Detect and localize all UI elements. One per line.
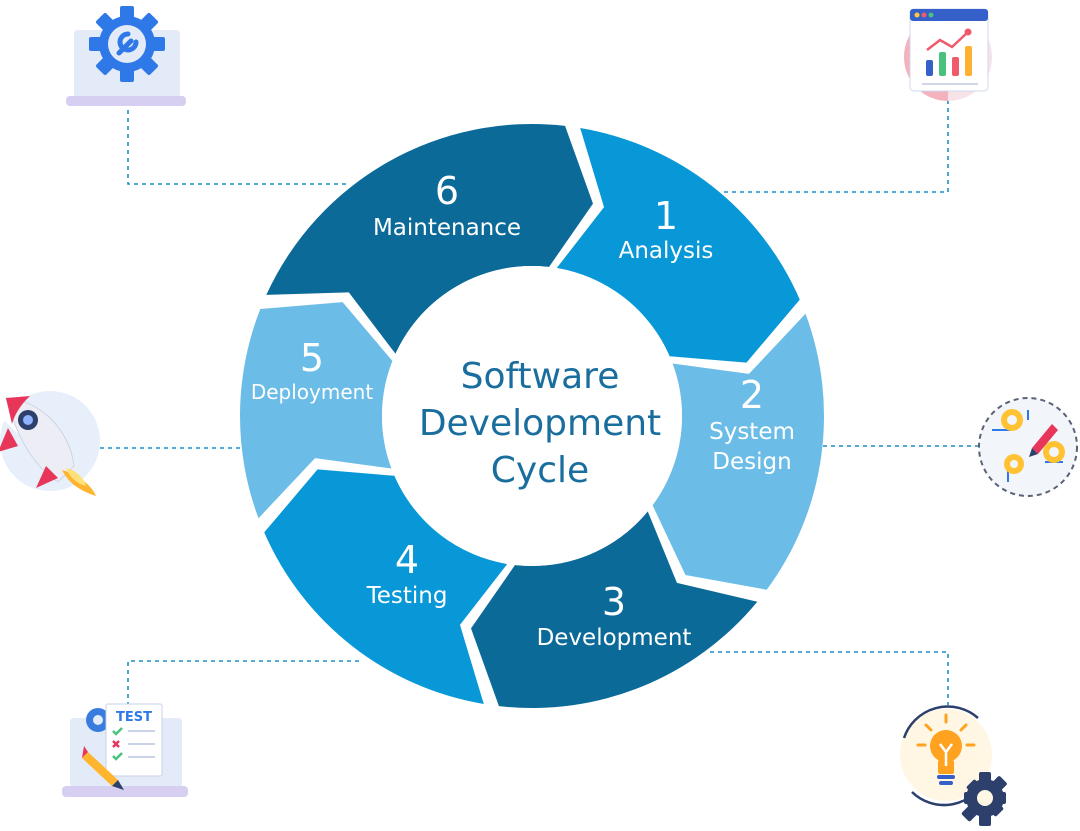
stage-3-label: 3 Development bbox=[537, 580, 692, 651]
stage-number: 3 bbox=[602, 580, 626, 624]
stage-name: Design bbox=[712, 449, 791, 475]
ring-segment-6 bbox=[266, 124, 593, 354]
rocket-launch-icon bbox=[0, 391, 100, 496]
stage-number: 4 bbox=[395, 538, 419, 582]
stage-name: Development bbox=[537, 625, 692, 651]
connectors bbox=[100, 100, 978, 706]
stage-6-label: 6 Maintenance bbox=[373, 169, 521, 241]
stage-name: Analysis bbox=[619, 238, 714, 264]
ring-segment-2 bbox=[652, 313, 825, 590]
stage-name: Testing bbox=[366, 583, 448, 609]
maintenance-gear-laptop-icon bbox=[66, 6, 186, 106]
connector-development bbox=[710, 651, 949, 705]
stage-2-label: 2 System Design bbox=[709, 373, 795, 475]
connector-testing bbox=[127, 660, 360, 706]
ring-segment-1 bbox=[556, 128, 800, 363]
stage-4-label: 4 Testing bbox=[366, 538, 448, 609]
stage-name: Deployment bbox=[251, 380, 373, 404]
stage-number: 6 bbox=[435, 169, 459, 213]
title-line-1: Software bbox=[461, 356, 620, 397]
stage-name: Maintenance bbox=[373, 215, 521, 241]
stage-name: System bbox=[709, 419, 795, 445]
stage-5-label: 5 Deployment bbox=[251, 336, 373, 404]
test-checklist-laptop-icon: TEST bbox=[62, 703, 188, 797]
center-disc bbox=[382, 266, 682, 566]
stage-number: 5 bbox=[300, 336, 324, 380]
stage-1-label: 1 Analysis bbox=[619, 194, 714, 264]
test-badge: TEST bbox=[116, 710, 152, 725]
cycle-ring bbox=[240, 124, 825, 708]
idea-bulb-gear-icon bbox=[900, 705, 1007, 826]
analytics-chart-icon bbox=[904, 8, 992, 101]
ring-segment-5 bbox=[240, 302, 393, 519]
ring-segment-3 bbox=[471, 511, 758, 708]
connector-analysis bbox=[722, 100, 949, 193]
stage-number: 1 bbox=[654, 194, 678, 238]
design-gears-pencil-icon bbox=[978, 397, 1078, 497]
title-line-2: Development bbox=[419, 403, 661, 444]
stage-number: 2 bbox=[740, 373, 764, 417]
connector-maintenance bbox=[127, 110, 350, 185]
ring-segment-4 bbox=[264, 469, 508, 704]
title-line-3: Cycle bbox=[491, 450, 589, 491]
